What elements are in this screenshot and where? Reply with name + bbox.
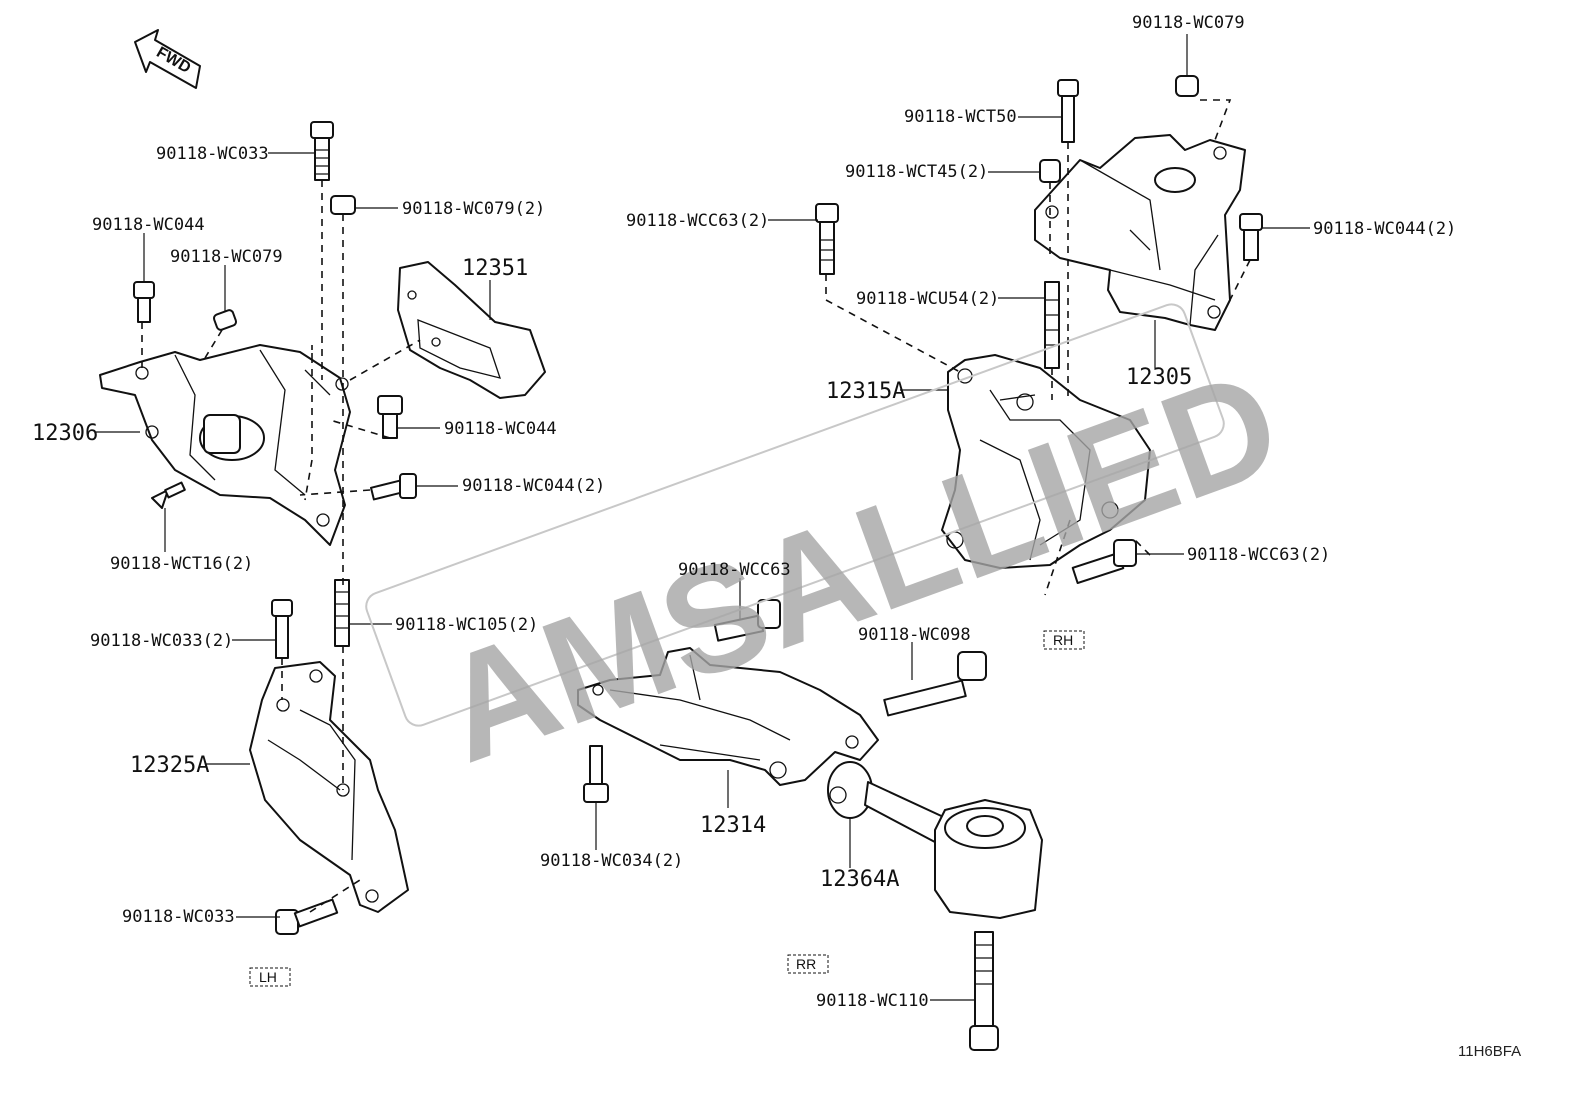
engine-mount-lh-12306[interactable] (99, 344, 351, 546)
nut-wc079-rh[interactable] (1175, 75, 1199, 97)
bolt-wcc63-2-top[interactable] (815, 203, 839, 275)
bolt-wc033-bot[interactable] (275, 898, 339, 935)
bolt-wct50[interactable] (1057, 79, 1079, 143)
callout-wc044-mid: 90118-WC044 (444, 419, 557, 439)
bolt-wc098[interactable] (883, 651, 987, 717)
callout-wcc63-2-top: 90118-WCC63(2) (626, 211, 769, 231)
engine-mount-rh-12305[interactable] (1034, 134, 1246, 331)
view-tag-lh-label: LH (259, 969, 277, 985)
screw-wct16-2[interactable] (151, 481, 186, 509)
view-tag-rh: RH (1043, 630, 1085, 650)
view-tag-rr-label: RR (796, 956, 816, 972)
bracket-rr-12314[interactable] (577, 647, 879, 786)
callout-wc098: 90118-WC098 (858, 625, 971, 645)
callout-12314: 12314 (700, 813, 766, 838)
bolt-wcc63[interactable] (713, 599, 781, 642)
diagram-code: 11H6BFA (1458, 1043, 1521, 1060)
bolt-wc110[interactable] (969, 931, 999, 1051)
view-tag-rr: RR (787, 954, 829, 974)
callout-wcc63-2-rh: 90118-WCC63(2) (1187, 545, 1330, 565)
callout-wcu54-2: 90118-WCU54(2) (856, 289, 999, 309)
bracket-rh-12315a[interactable] (941, 354, 1151, 569)
nut-wc079-lh[interactable] (212, 309, 238, 331)
bolt-wc044-mid[interactable] (377, 395, 403, 439)
callout-wc033-bot: 90118-WC033 (122, 907, 235, 927)
callout-wct16-2: 90118-WCT16(2) (110, 554, 253, 574)
callout-wc034-2: 90118-WC034(2) (540, 851, 683, 871)
callout-12305: 12305 (1126, 365, 1192, 390)
bolt-wc044-lh[interactable] (133, 281, 155, 323)
bolt-wc034-2[interactable] (583, 745, 609, 803)
callout-wc110: 90118-WC110 (816, 991, 929, 1011)
insulator-12351[interactable] (397, 261, 546, 399)
stud-wcu54-2[interactable] (1044, 281, 1060, 369)
callout-12351: 12351 (462, 256, 528, 281)
callout-wc079-lh: 90118-WC079 (170, 247, 283, 267)
callout-wc079-rh: 90118-WC079 (1132, 13, 1245, 33)
bolt-wcc63-2-rh[interactable] (1071, 539, 1137, 585)
fwd-arrow-icon: FWD (134, 29, 201, 89)
callout-12364a: 12364A (820, 867, 899, 892)
callout-wc044-lh: 90118-WC044 (92, 215, 205, 235)
callout-wc033-top: 90118-WC033 (156, 144, 269, 164)
nut-wct45-2[interactable] (1039, 159, 1061, 183)
callout-wct50: 90118-WCT50 (904, 107, 1017, 127)
callout-wcc63: 90118-WCC63 (678, 560, 791, 580)
bolt-wc044-2-rh[interactable] (1239, 213, 1263, 261)
bolt-wc033-top[interactable] (310, 121, 334, 181)
callout-12306: 12306 (32, 421, 98, 446)
view-tag-lh: LH (249, 967, 291, 987)
stud-wc105-2[interactable] (334, 579, 350, 647)
callout-12315a: 12315A (826, 379, 905, 404)
callout-wc079-2: 90118-WC079(2) (402, 199, 545, 219)
callout-wc105-2: 90118-WC105(2) (395, 615, 538, 635)
bolt-wc044-2-lh[interactable] (369, 473, 417, 501)
callout-12325a: 12325A (130, 753, 209, 778)
callout-wc033-2: 90118-WC033(2) (90, 631, 233, 651)
callout-wct45-2: 90118-WCT45(2) (845, 162, 988, 182)
bracket-lh-12325a[interactable] (249, 661, 409, 913)
rod-rr-12364a[interactable] (827, 761, 1043, 919)
callout-wc044-2-rh: 90118-WC044(2) (1313, 219, 1456, 239)
view-tag-rh-label: RH (1053, 632, 1073, 648)
nut-wc079-2[interactable] (330, 195, 356, 215)
bolt-wc033-2[interactable] (271, 599, 293, 659)
leader-lines (96, 34, 1310, 1001)
callout-wc044-2-lh: 90118-WC044(2) (462, 476, 605, 496)
callout-labels: 90118-WC033 90118-WC079(2) 90118-WC044 9… (32, 13, 1456, 1011)
